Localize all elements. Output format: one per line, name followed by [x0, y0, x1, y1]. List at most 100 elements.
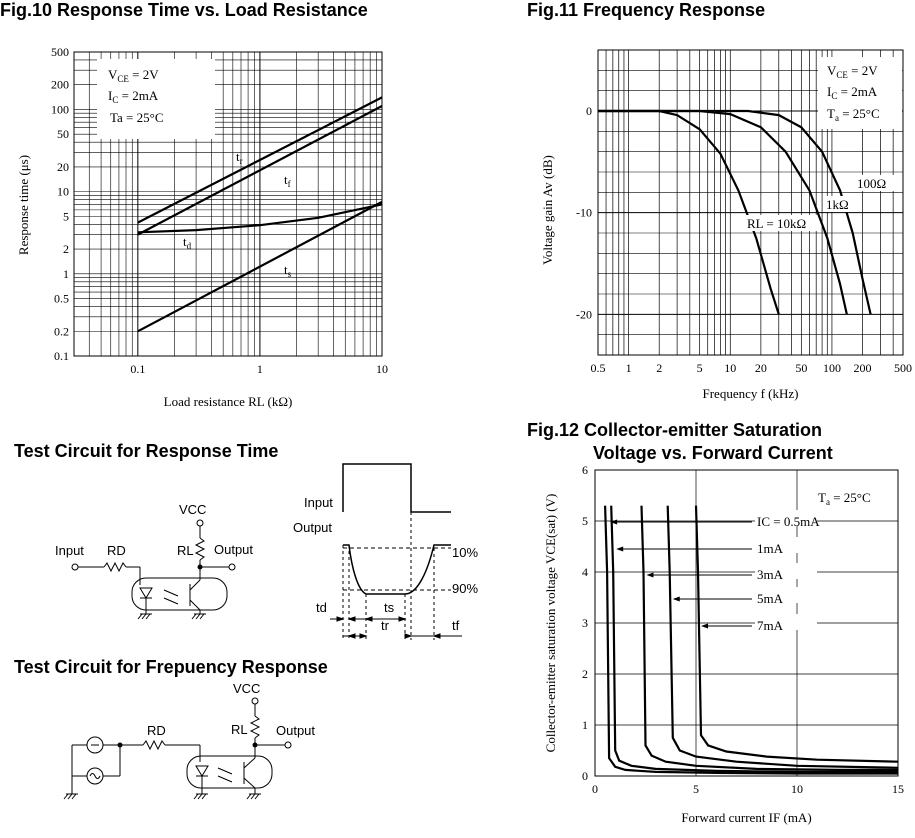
led-diode	[139, 587, 153, 599]
series-label-100: 100Ω	[857, 176, 886, 191]
series-label: 1mA	[757, 541, 784, 556]
timing-diagram	[330, 463, 462, 640]
condition-vce: VCE = 2V	[108, 67, 159, 84]
series-tf	[137, 105, 383, 236]
fr-output-terminal	[284, 741, 292, 749]
timing-10pct-label: 10%	[452, 545, 478, 560]
fig10-title: Fig.10 Response Time vs. Load Resistance	[0, 0, 368, 20]
condition-ic: IC = 2mA	[108, 88, 159, 105]
x-tick-label: 20	[755, 361, 767, 375]
y-tick-label: 200	[51, 78, 69, 92]
condition-ta: Ta = 25°C	[827, 106, 880, 123]
leader-arrow	[610, 519, 618, 525]
series-line	[640, 505, 898, 771]
test-circuit-response-title: Test Circuit for Response Time	[14, 441, 279, 461]
x-tick-label: 1	[626, 361, 632, 375]
timing-td-label: td	[316, 600, 327, 615]
y-tick-label: -10	[576, 206, 592, 220]
y-tick-label: 0	[582, 769, 588, 783]
x-tick-label: 100	[823, 361, 841, 375]
fr-photocoupler-package	[186, 755, 273, 789]
x-tick-label: 10	[376, 362, 388, 376]
x-axis-label: Forward current IF (mA)	[681, 810, 811, 825]
y-axis-label: Collector-emitter saturation voltage VCE…	[543, 494, 558, 753]
y-tick-label: 0.1	[54, 349, 69, 363]
x-tick-label: 50	[795, 361, 807, 375]
y-tick-label: 0	[586, 104, 592, 118]
fig12-title-line2: Voltage vs. Forward Current	[593, 443, 833, 463]
series-line	[610, 505, 898, 773]
x-tick-label: 10	[791, 782, 803, 796]
vcc-terminal	[196, 519, 204, 527]
fr-vcc-terminal	[251, 697, 259, 705]
series-line	[604, 505, 898, 775]
y-tick-label: 5	[582, 514, 588, 528]
x-tick-label: 0.1	[130, 362, 145, 376]
series-label: IC = 0.5mA	[757, 514, 820, 529]
y-tick-label: 4	[582, 565, 588, 579]
fig12-title-line1: Fig.12 Collector-emitter Saturation	[527, 420, 823, 440]
y-tick-label: 6	[582, 463, 588, 477]
rt-rd-label: RD	[107, 543, 126, 558]
x-tick-label: 1	[257, 362, 263, 376]
test-circuit-frequency-title: Test Circuit for Frepuency Response	[14, 657, 328, 677]
series-label: 7mA	[757, 618, 784, 633]
output-waveform	[343, 544, 451, 595]
label-bg	[855, 175, 895, 191]
y-tick-label: 0.2	[54, 324, 69, 338]
series-label-1k: 1kΩ	[826, 197, 849, 212]
x-tick-label: 5	[693, 782, 699, 796]
fig10-chart: VCE = 2V IC = 2mA Ta = 25°C 0.1 0.2 0.5 1 2 5 10 2…	[16, 45, 388, 409]
x-tick-label: 2	[656, 361, 662, 375]
x-tick-label: 5	[697, 361, 703, 375]
y-tick-label: 5	[63, 209, 69, 223]
timing-90pct-label: 90%	[452, 581, 478, 596]
y-tick-label: 500	[51, 45, 69, 59]
series-tr	[137, 96, 383, 224]
y-tick-label: 1	[582, 718, 588, 732]
timing-input-label: Input	[304, 495, 333, 510]
y-tick-label: 10	[57, 185, 69, 199]
conditions-box	[803, 484, 888, 510]
label-bg	[755, 614, 817, 630]
condition-ic: IC = 2mA	[827, 84, 878, 101]
rl-resistor	[194, 537, 206, 561]
fr-rl-label: RL	[231, 722, 248, 737]
conditions-box	[97, 59, 215, 139]
x-tick-label: 10	[724, 361, 736, 375]
timing-tf-label: tf	[452, 618, 460, 633]
series-line	[598, 109, 780, 315]
input-pulse	[342, 463, 451, 513]
rd-resistor	[103, 561, 127, 573]
series-label-tf: tf	[284, 172, 291, 189]
x-tick-label: 0.5	[591, 361, 606, 375]
y-tick-label: 100	[51, 102, 69, 116]
fr-rd-label: RD	[147, 723, 166, 738]
y-tick-label: 1	[63, 267, 69, 281]
fr-rd-resistor	[142, 739, 166, 751]
plot-frame	[597, 49, 904, 356]
fr-led-diode	[195, 765, 209, 777]
series-label-td: td	[183, 234, 192, 251]
series-label-tr: tr	[236, 149, 243, 166]
y-tick-label: -20	[576, 307, 592, 321]
plot-frame	[594, 469, 899, 777]
x-tick-label: 0	[592, 782, 598, 796]
y-tick-label: 0.5	[54, 292, 69, 306]
label-bg	[824, 196, 858, 212]
photocoupler-package	[131, 577, 228, 611]
y-tick-label: 2	[582, 667, 588, 681]
y-axis-label: Voltage gain Av (dB)	[540, 155, 555, 265]
series-label-ts: ts	[284, 262, 292, 279]
series-label: 3mA	[757, 567, 784, 582]
x-axis-label: Load resistance RL (kΩ)	[164, 394, 293, 409]
label-bg	[755, 537, 817, 553]
series-label: 5mA	[757, 591, 784, 606]
condition-ta: Ta = 25°C	[110, 110, 164, 125]
y-tick-label: 2	[63, 242, 69, 256]
fr-vcc-label: VCC	[233, 681, 260, 696]
label-bg	[745, 215, 817, 231]
